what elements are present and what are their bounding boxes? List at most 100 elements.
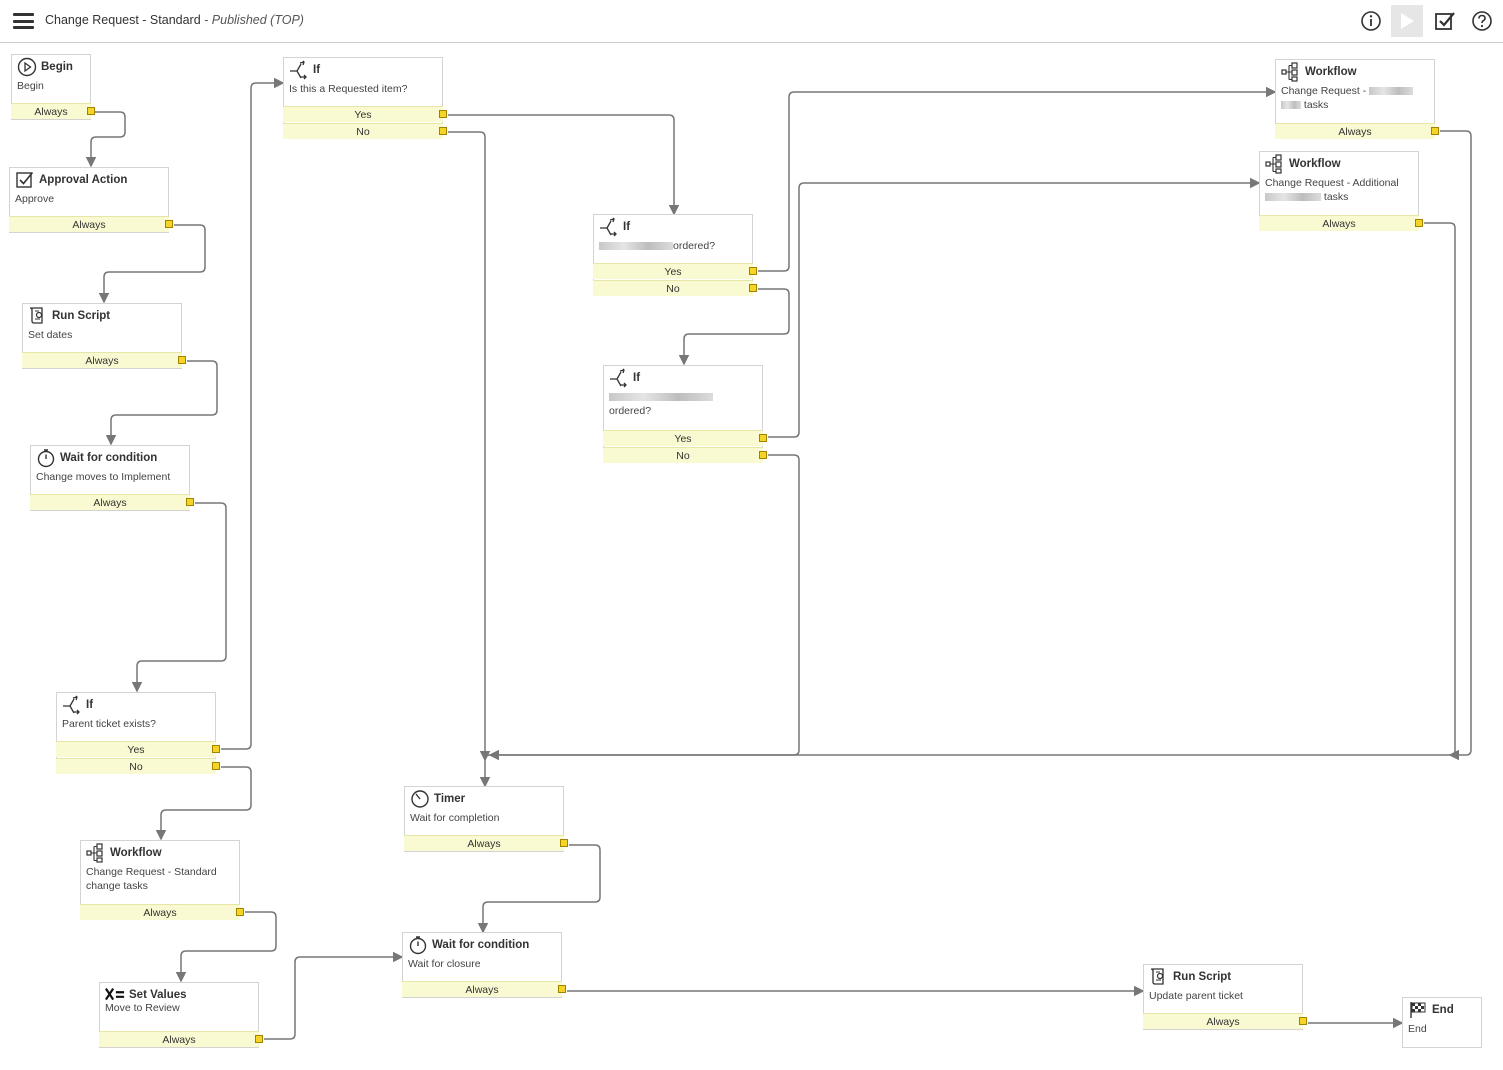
activity-type: Run Script (52, 310, 111, 322)
top-bar: Change Request - Standard - Published (T… (0, 0, 1503, 43)
activity-if-requested-item[interactable]: If Is this a Requested item? Yes No (283, 57, 447, 139)
stopwatch-icon (36, 448, 56, 468)
exit-port[interactable] (255, 1035, 263, 1043)
activity-description: tasks (1276, 98, 1434, 112)
exit-port[interactable] (1415, 219, 1423, 227)
condition-no: No (603, 447, 767, 463)
menu-icon[interactable] (13, 13, 34, 29)
activity-description: Parent ticket exists? (62, 718, 156, 730)
exit-port[interactable] (186, 498, 194, 506)
stopwatch-icon (408, 935, 428, 955)
activity-type: End (1432, 1004, 1454, 1016)
activity-wait-for-condition-implement[interactable]: Wait for condition Change moves to Imple… (30, 445, 194, 511)
exit-port[interactable] (439, 110, 447, 118)
activity-if-ordered-b[interactable]: If ordered? Yes No (603, 365, 767, 463)
workflow-canvas: Begin Begin Always Approval Action Appro… (0, 44, 1503, 1070)
activity-description: End (1408, 1023, 1427, 1035)
exit-port[interactable] (560, 839, 568, 847)
activity-description: Is this a Requested item? (289, 83, 408, 95)
exit-port[interactable] (212, 745, 220, 753)
activity-description: Wait for completion (410, 812, 500, 824)
activity-if-parent-ticket[interactable]: If Parent ticket exists? Yes No (56, 692, 220, 774)
exit-port[interactable] (749, 267, 757, 275)
transition-lines (85, 77, 1472, 1040)
activity-description: Change Request - (1276, 84, 1434, 98)
activity-type: Wait for condition (60, 452, 158, 464)
activity-run-script-set-dates[interactable]: Run Script Set dates Always (22, 303, 186, 369)
exit-port[interactable] (439, 127, 447, 135)
redacted-text (609, 393, 713, 402)
play-icon[interactable] (1391, 5, 1423, 37)
script-icon (1149, 967, 1169, 987)
exit-port[interactable] (759, 434, 767, 442)
exit-port[interactable] (1431, 127, 1439, 135)
condition-always: Always (99, 1031, 263, 1047)
activity-run-script-update-parent[interactable]: Run Script Update parent ticket Always (1143, 964, 1307, 1030)
activity-type: If (633, 372, 641, 384)
redacted-text (1265, 193, 1321, 202)
exit-port[interactable] (212, 762, 220, 770)
activity-begin[interactable]: Begin Begin Always (11, 54, 95, 120)
activity-type: Workflow (1305, 66, 1357, 78)
activity-description: Change Request - Additional (1265, 177, 1399, 189)
exit-port[interactable] (1299, 1017, 1307, 1025)
activity-type: Approval Action (39, 174, 128, 186)
activity-timer[interactable]: Timer Wait for completion Always (404, 786, 568, 852)
info-icon[interactable] (1358, 8, 1384, 34)
condition-yes: Yes (603, 430, 767, 446)
activity-description: Change Request - Standard (86, 866, 217, 878)
subflow-icon (1281, 62, 1301, 82)
activity-type: Wait for condition (432, 939, 530, 951)
redacted-text (1369, 87, 1414, 96)
condition-no: No (56, 758, 220, 774)
page-title: Change Request - Standard - Published (T… (45, 13, 304, 27)
exit-port[interactable] (165, 220, 173, 228)
activity-set-values[interactable]: Set Values Move to Review Always (99, 982, 263, 1048)
redacted-text (599, 242, 673, 251)
checkbox-icon[interactable] (1432, 8, 1458, 34)
activity-workflow-tasks-a[interactable]: Workflow Change Request - tasks Always (1275, 59, 1439, 139)
condition-always: Always (1275, 123, 1439, 139)
condition-always: Always (1143, 1013, 1307, 1029)
activity-workflow-standard-tasks[interactable]: Workflow Change Request - Standard chang… (80, 840, 244, 920)
activity-description: Set dates (28, 329, 73, 341)
condition-always: Always (11, 103, 95, 119)
activity-wait-for-closure[interactable]: Wait for condition Wait for closure Alwa… (402, 932, 566, 998)
exit-port[interactable] (236, 908, 244, 916)
help-icon[interactable] (1469, 8, 1495, 34)
activity-type: If (623, 221, 631, 233)
branch-icon (599, 217, 619, 237)
subflow-icon (86, 843, 106, 863)
branch-icon (62, 695, 82, 715)
workflow-name: Change Request - Standard (45, 13, 201, 27)
condition-always: Always (30, 494, 194, 510)
activity-type: Workflow (1289, 158, 1341, 170)
activity-workflow-additional-tasks[interactable]: Workflow Change Request - Additional tas… (1259, 151, 1423, 231)
activity-type: Timer (434, 793, 466, 805)
branch-icon (609, 368, 629, 388)
redacted-text (1281, 101, 1301, 110)
exit-port[interactable] (87, 107, 95, 115)
workflow-status: - Published (TOP) (204, 13, 304, 27)
activity-description: Change moves to Implement (36, 471, 171, 483)
activity-type: Set Values (129, 989, 187, 1001)
approval-check-icon (15, 170, 35, 190)
exit-port[interactable] (178, 356, 186, 364)
script-icon (28, 306, 48, 326)
activity-end[interactable]: End End (1402, 997, 1482, 1048)
exit-port[interactable] (558, 985, 566, 993)
activity-approval-action[interactable]: Approval Action Approve Always (9, 167, 173, 233)
branch-icon (289, 60, 309, 80)
condition-yes: Yes (283, 106, 447, 122)
activity-if-ordered-a[interactable]: If ordered? Yes No (593, 214, 757, 296)
condition-always: Always (404, 835, 568, 851)
condition-yes: Yes (56, 741, 220, 757)
exit-port[interactable] (749, 284, 757, 292)
activity-description: Wait for closure (408, 958, 481, 970)
activity-description: Approve (15, 193, 55, 205)
exit-port[interactable] (759, 451, 767, 459)
activity-type: Run Script (1173, 971, 1232, 983)
condition-no: No (283, 123, 447, 139)
activity-description: Begin (17, 80, 44, 92)
condition-always: Always (402, 981, 566, 997)
